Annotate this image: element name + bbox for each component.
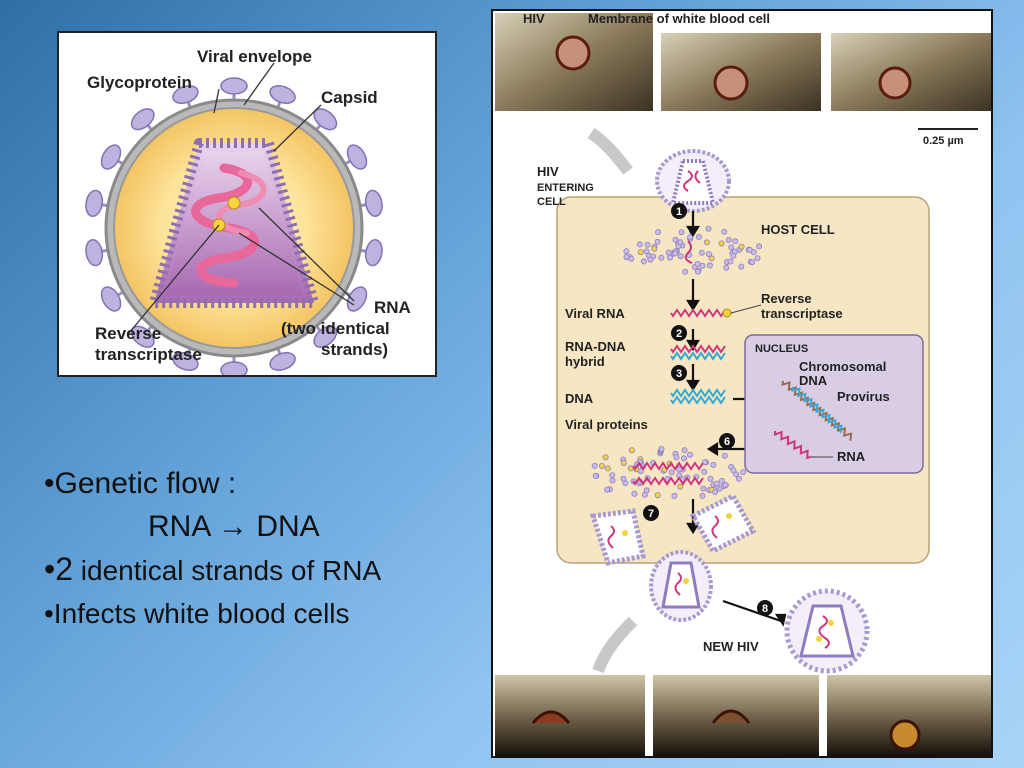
step-marker-3: 3 [671,365,687,381]
assembly-rna [632,476,704,486]
glycoprotein-knob [85,239,104,267]
uncoating-particles [623,225,763,275]
label-membrane: Membrane of white blood cell [588,11,770,26]
nucleus [744,334,924,474]
step-marker-1: 1 [671,203,687,219]
glycoprotein-knob [346,144,368,170]
glycoprotein-knob [100,144,122,170]
hiv-particle [878,66,912,100]
svg-text:1: 1 [676,206,682,218]
entering-capsid [670,159,716,205]
dna-strand-1 [670,388,726,398]
hiv-virion-diagram: Viral envelope Glycoprotein Capsid RNA (… [57,31,437,377]
glycoprotein-knobs [85,77,383,375]
label-viral-rna: Viral RNA [565,306,625,321]
reverse-transcriptase-molecule [722,308,732,318]
viral-rna-strand [670,308,726,318]
new-hiv-capsid [799,604,855,658]
label-hiv: HIV [523,11,545,26]
label-provirus: Provirus [837,389,890,404]
label-rna-dna-1: RNA-DNA [565,339,626,354]
hiv-particle [713,65,749,101]
step-marker-8: 8 [757,600,773,616]
label-capsid: Capsid [321,88,378,107]
bullet-strands-text: identical strands of RNA [73,555,382,586]
micrograph-top-3 [831,33,991,111]
bullet-infects: •Infects white blood cells [44,598,350,629]
glycoprotein-knob [100,286,122,312]
label-reverse-2: transcriptase [761,306,843,321]
glycoprotein-knob [172,85,199,105]
glycoprotein-knob [346,286,368,312]
label-glycoprotein: Glycoprotein [87,73,192,92]
dna-strand-2 [670,395,726,405]
transcribed-rna [773,430,812,460]
glycoprotein-knob [269,351,296,371]
glycoprotein-knob [172,351,199,371]
new-hiv-rna [818,615,830,649]
exiting-arrow [592,616,638,674]
glycoprotein-knob [364,189,383,217]
svg-text:6: 6 [724,436,730,448]
capsid [149,138,319,308]
label-chromosomal-2: DNA [799,373,828,388]
svg-text:8: 8 [762,603,768,615]
entering-rna [683,170,701,192]
label-reverse-transcriptase-2: transcriptase [95,345,202,364]
hiv-particle [555,35,591,71]
reverse-transcriptase-molecule [227,196,241,210]
bullet-identical-strands: •2 identical strands of RNA [44,548,474,592]
step-marker-7: 7 [643,505,659,521]
glycoprotein-knob [220,361,248,375]
bullet-list: •Genetic flow : RNA → DNA •2 identical s… [44,462,474,635]
glycoprotein-knob [269,85,296,105]
label-entering-2: ENTERING [537,182,594,194]
bullet-genetic-flow: •Genetic flow : [44,467,237,500]
label-viral-proteins: Viral proteins [565,417,648,432]
label-scale: 0.25 µm [923,135,964,147]
reverse-transcriptase-leader [730,304,762,314]
label-host-cell: HOST CELL [761,222,835,237]
label-dna: DNA [565,391,594,406]
glycoprotein-knob [220,77,248,95]
svg-text:2: 2 [676,328,682,340]
provirus-dna [791,386,843,434]
label-new-hiv: NEW HIV [703,639,759,654]
released-rna [684,240,693,264]
label-rna-note-1: (two identical [281,319,390,338]
assembling-capsid [689,492,757,555]
hybrid-rna-strand [670,344,726,354]
glycoprotein-knob [313,325,338,348]
step-marker-2: 2 [671,325,687,341]
label-nucleus-rna: RNA [837,449,866,464]
label-rna-dna-2: hybrid [565,354,605,369]
label-rna-note-2: strands) [321,340,388,359]
bullet-number: •2 [44,551,73,587]
hiv-replication-cycle: HIV Membrane of white blood cell 0.25 µm… [491,9,993,758]
label-reverse-1: Reverse [761,291,812,306]
step-marker-6: 6 [719,433,735,449]
assembly-rna [632,461,704,471]
label-reverse-transcriptase-1: Reverse [95,324,161,343]
label-entering-3: CELL [537,196,566,208]
label-entering-1: HIV [537,164,559,179]
label-viral-envelope: Viral envelope [197,47,312,66]
glycoprotein-knob [130,108,155,131]
label-chromosomal-1: Chromosomal [799,359,886,374]
glycoprotein-knob [85,189,104,217]
entering-arrow [587,128,633,175]
label-nucleus: NUCLEUS [755,343,808,355]
micrograph-bottom-1 [495,675,645,756]
bullet-rna-to-dna: RNA → DNA [148,510,320,543]
assembling-capsid [589,508,646,566]
label-rna: RNA [374,298,411,317]
svg-text:7: 7 [648,508,654,520]
glycoprotein-knob [364,239,383,267]
svg-text:3: 3 [676,368,682,380]
hybrid-dna-strand [670,351,726,361]
